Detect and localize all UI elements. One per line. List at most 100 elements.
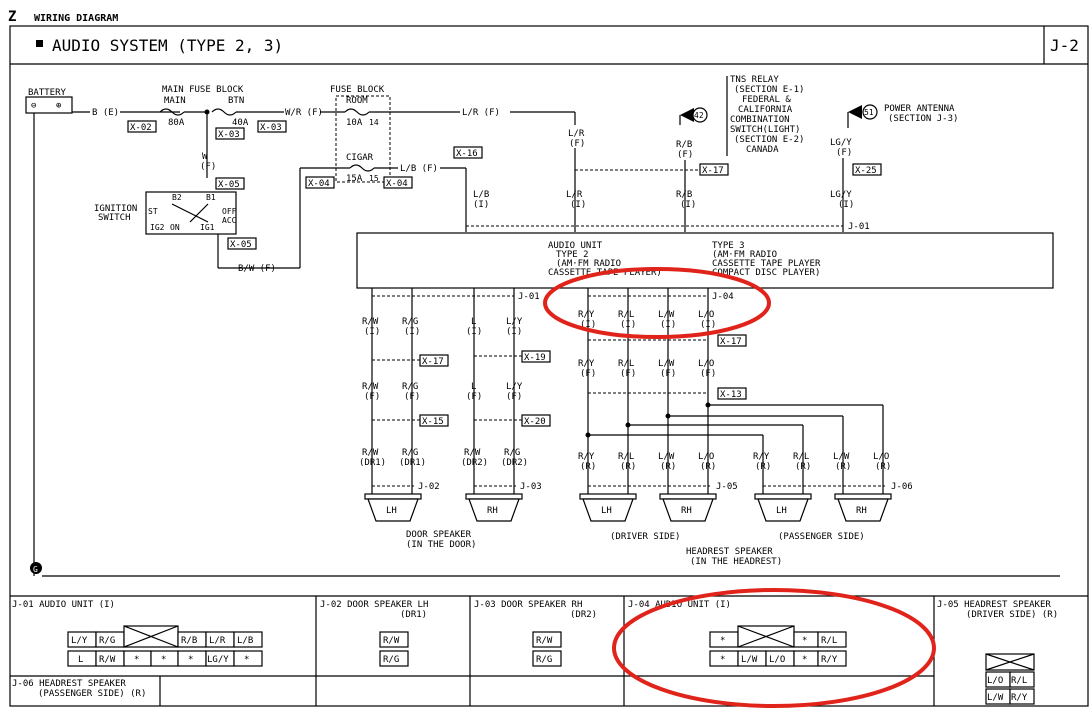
j04-table-title: J-04 AUDIO UNIT (I) <box>628 600 731 610</box>
cigar-fuse-label: CIGAR <box>346 153 374 163</box>
conn-x25 <box>852 163 882 176</box>
j03-table-sub: (DR2) <box>570 610 597 620</box>
head-r-1: R/Y <box>578 452 595 462</box>
j02-pin-1 <box>379 631 409 648</box>
conn-x19-label: X-19 <box>524 353 546 363</box>
hp-rh-label: RH <box>856 506 867 516</box>
battery-label: BATTERY <box>28 88 67 98</box>
head-r-7: L/W <box>833 452 850 462</box>
head-f-4-sub: (F) <box>700 369 716 379</box>
head-f-2-sub: (F) <box>620 369 636 379</box>
antenna-ref-circle <box>862 104 878 120</box>
door-dr-3: R/W <box>464 448 481 458</box>
wire-lg-y-i: LG/Y <box>830 190 852 200</box>
j01-b7: * <box>244 655 249 665</box>
door-i-1-sub: (I) <box>364 327 380 337</box>
j05-cross-2 <box>985 653 1035 671</box>
conn-x25-label: X-25 <box>855 166 877 176</box>
wire-l-r-i-sub: (I) <box>570 200 586 210</box>
j01-t5: L/R <box>209 636 226 646</box>
conn-x17a <box>699 163 729 176</box>
passenger-side-label: (PASSENGER SIDE) <box>778 532 865 542</box>
fuse-block-label: FUSE BLOCK <box>330 85 385 95</box>
conn-x02 <box>127 120 157 133</box>
headrest-pass-lh: LH <box>754 493 812 522</box>
room-fuse-amp: 10A <box>346 118 363 128</box>
door-dr-4: R/G <box>504 448 520 458</box>
audio-type3-line1: (AM·FM RADIO <box>712 250 777 260</box>
j04-pin-t4 <box>817 631 847 648</box>
head-r-6: R/L <box>793 452 809 462</box>
j01-t2: R/G <box>99 636 115 646</box>
j01-b1: L <box>78 655 83 665</box>
tns-arrow-icon <box>680 108 694 122</box>
tns-ref: 42 <box>694 111 704 120</box>
conn-x05b-label: X-05 <box>230 240 252 250</box>
j01-t6: L/B <box>237 636 253 646</box>
head-r-4-sub: (R) <box>700 462 716 472</box>
page-code: J-2 <box>1050 36 1079 55</box>
ign-pin-st: ST <box>148 207 158 216</box>
main-fuse-label: MAIN <box>164 96 186 106</box>
head-f-3: L/W <box>658 359 675 369</box>
audio-type3-line2: CASSETTE TAPE PLAYER <box>712 259 821 269</box>
conn-x03a <box>215 127 245 140</box>
j04-pin-b5 <box>817 650 847 667</box>
conn-j04-label: J-04 <box>712 292 734 302</box>
door-dr-2: R/G <box>402 448 418 458</box>
j04-b3: L/O <box>769 655 785 665</box>
head-f-1-sub: (F) <box>580 369 596 379</box>
j04-t4: R/L <box>821 636 837 646</box>
j05-p4: R/Y <box>1011 693 1028 703</box>
wire-l-b-i: L/B <box>473 190 489 200</box>
battery-plus-icon: ⊕ <box>56 101 61 111</box>
ign-pin-b1: B1 <box>206 193 216 202</box>
conn-j01b-label: J-01 <box>518 292 540 302</box>
j05-table-sub: (DRIVER SIDE) (R) <box>966 610 1058 620</box>
wire-l-r-i: L/R <box>566 190 583 200</box>
door-i-1: R/W <box>362 317 379 327</box>
title-bullet <box>36 40 43 47</box>
ignition-switch-label-2: SWITCH <box>98 213 131 223</box>
j01-pin-t6 <box>233 631 263 648</box>
conn-x04a-label: X-04 <box>308 179 330 189</box>
tns-line-4: COMBINATION <box>730 115 790 125</box>
door-i-4-sub: (I) <box>506 327 522 337</box>
door-f-2: R/G <box>402 382 418 392</box>
j04-connector: * * R/L * L/W L/O * R/Y <box>709 625 847 667</box>
wire-lg-y-top-sub: (F) <box>836 148 852 158</box>
conn-x04b-label: X-04 <box>386 179 408 189</box>
door-speaker-lh: LH <box>364 493 422 522</box>
door-speaker-wires <box>371 288 515 494</box>
head-f-3-sub: (F) <box>660 369 676 379</box>
head-r-2-sub: (R) <box>620 462 636 472</box>
wire-l-b-i-sub: (I) <box>473 200 489 210</box>
wire-l-r-top: L/R <box>568 129 585 139</box>
conn-j06-label: J-06 <box>891 482 913 492</box>
wire-l-r-top-sub: (F) <box>569 139 585 149</box>
conn-j01a-label: J-01 <box>848 222 870 232</box>
wire-l-r-f: L/R (F) <box>462 108 500 118</box>
wire-r-b-i-sub: (I) <box>680 200 696 210</box>
j01-b3: * <box>134 655 139 665</box>
headrest-wires <box>585 288 884 494</box>
j05-p3: L/W <box>987 693 1004 703</box>
conn-x04a <box>305 176 335 189</box>
j04-t1: * <box>720 636 725 646</box>
room-fuse-number: 14 <box>369 118 379 127</box>
conn-x03a-label: X-03 <box>218 130 240 140</box>
conn-j02-label: J-02 <box>418 482 440 492</box>
headrest-speaker-label: HEADREST SPEAKER <box>686 547 773 557</box>
head-r-4: L/O <box>698 452 714 462</box>
j01-table-title: J-01 AUDIO UNIT (I) <box>12 600 115 610</box>
j05-pin-4 <box>1009 688 1035 705</box>
tns-relay-note: TNS RELAY (SECTION E-1) FEDERAL & CALIFO… <box>726 75 804 156</box>
j01-t4: R/B <box>181 636 197 646</box>
j02-p1: R/W <box>383 636 400 646</box>
page-title: AUDIO SYSTEM (TYPE 2, 3) <box>52 36 283 55</box>
conn-x17b-label: X-17 <box>422 357 444 367</box>
head-i-2: R/L <box>618 310 634 320</box>
head-i-1-sub: (I) <box>580 320 596 330</box>
wire-r-b-top: R/B <box>676 140 692 150</box>
